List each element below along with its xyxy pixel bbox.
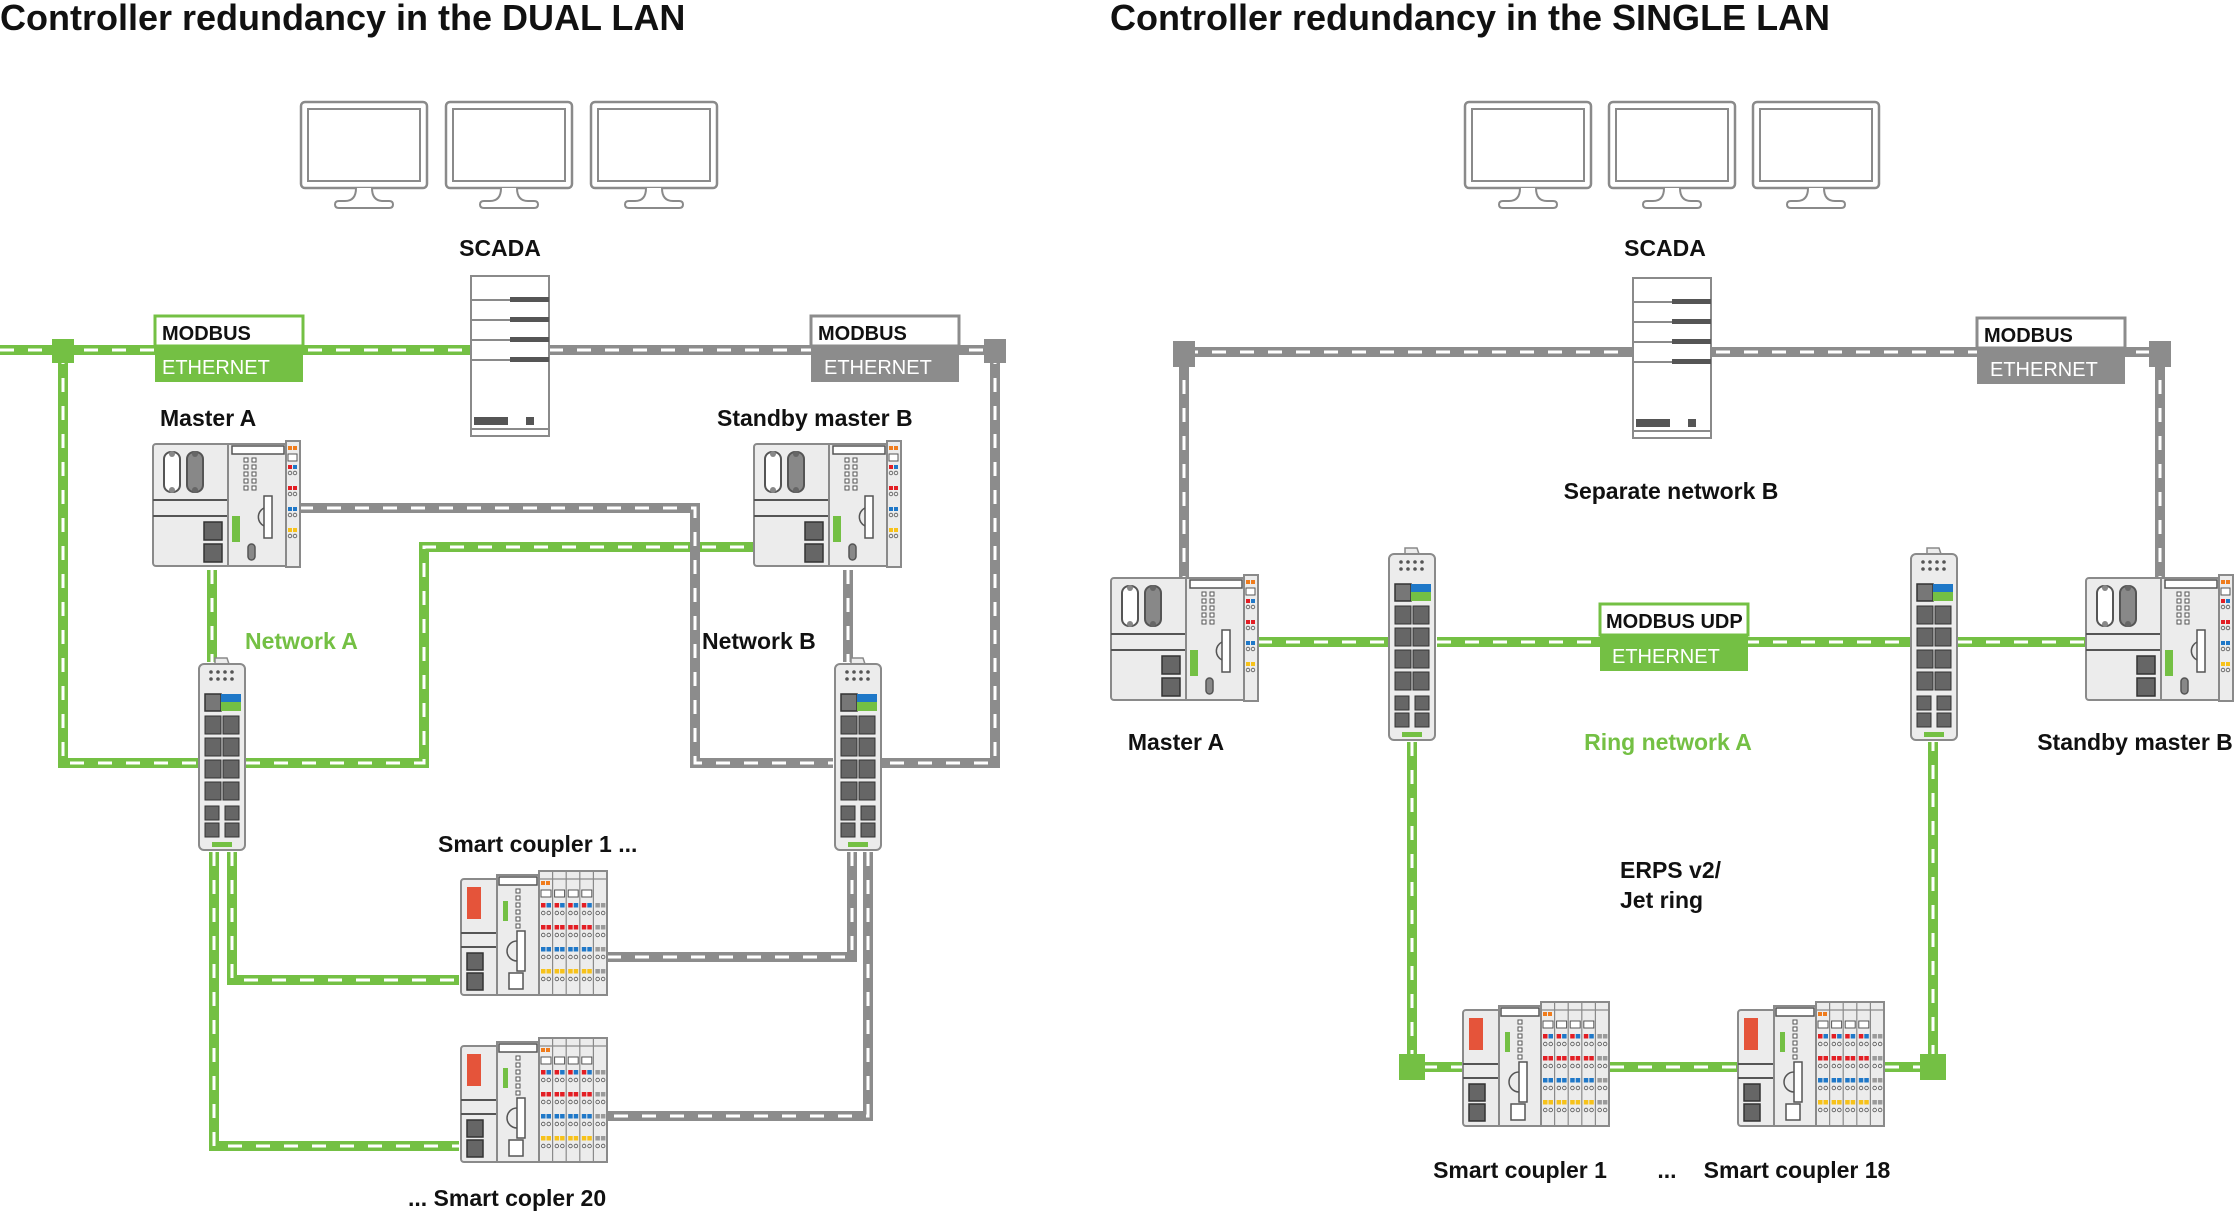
right-monitors [1463, 100, 1881, 210]
protocol-box-network-b-right: MODBUS ETHERNET [1975, 316, 2127, 384]
monitor-icon [1607, 100, 1737, 210]
monitor-icon [1751, 100, 1881, 210]
network-a-cable [0, 339, 755, 1151]
protocol-box-b-top: MODBUS [818, 323, 907, 345]
protocol-box-a-top: MODBUS [162, 323, 251, 345]
ring-junction-left [1399, 1054, 1425, 1080]
protocol-box-ring-top: MODBUS UDP [1606, 611, 1743, 633]
switch-b-icon [834, 657, 882, 851]
smart-coupler-1-icon-right [1462, 1001, 1610, 1127]
master-a-label: Master A [160, 405, 256, 431]
master-a-label-right: Master A [1128, 729, 1224, 755]
protocol-box-a-bottom: ETHERNET [162, 357, 270, 379]
ellipsis-label: ... [1657, 1157, 1676, 1183]
protocol-box-b-right-bottom: ETHERNET [1990, 359, 2098, 381]
protocol-box-b-bottom: ETHERNET [824, 357, 932, 379]
network-a-label: Network A [245, 628, 358, 654]
switch-a-icon [198, 657, 246, 851]
smart-coupler-18-icon-right [1737, 1001, 1885, 1127]
master-a-controller-icon-right [1110, 574, 1259, 702]
ring-protocol-line2: Jet ring [1620, 887, 1703, 913]
network-b-junction-right [2149, 341, 2171, 367]
right-panel: Controller redundancy in the SINGLE LAN … [1110, 0, 2234, 1183]
standby-master-b-label-right: Standby master B [2037, 729, 2233, 755]
left-panel: Controller redundancy in the DUAL LAN SC… [0, 0, 1006, 1211]
network-b-label: Network B [702, 628, 816, 654]
protocol-box-b-right-top: MODBUS [1984, 325, 2073, 347]
right-title: Controller redundancy in the SINGLE LAN [1110, 0, 1830, 38]
network-a-junction [52, 339, 74, 363]
network-b-junction-left [1173, 341, 1195, 367]
ring-network-a-label: Ring network A [1584, 729, 1752, 755]
network-b-junction [984, 339, 1006, 363]
smart-coupler-first-label: Smart coupler 1 ... [438, 831, 637, 857]
scada-server-icon [470, 275, 550, 437]
standby-master-b-label: Standby master B [717, 405, 913, 431]
standby-master-b-controller-icon [753, 440, 902, 568]
ring-switch-right-icon [1910, 547, 1958, 741]
ring-junction-right [1920, 1054, 1946, 1080]
protocol-box-ring-bottom: ETHERNET [1612, 646, 1720, 668]
monitor-icon [299, 100, 429, 210]
protocol-box-ring: MODBUS UDP ETHERNET [1598, 602, 1750, 671]
ring-protocol-line1: ERPS v2/ [1620, 857, 1722, 883]
smart-coupler-18-label-right: Smart coupler 18 [1704, 1157, 1891, 1183]
protocol-box-network-a: MODBUS ETHERNET [153, 314, 305, 382]
smart-coupler-1-label-right: Smart coupler 1 [1433, 1157, 1607, 1183]
scada-label-right: SCADA [1624, 235, 1706, 261]
smart-coupler-20-icon [460, 1037, 608, 1163]
left-monitors [299, 100, 719, 210]
smart-coupler-last-label: ... Smart copler 20 [408, 1185, 606, 1211]
left-title: Controller redundancy in the DUAL LAN [0, 0, 685, 38]
master-a-controller-icon [152, 440, 301, 568]
protocol-box-network-b: MODBUS ETHERNET [809, 314, 961, 382]
monitor-icon [589, 100, 719, 210]
ring-switch-left-icon [1388, 547, 1436, 741]
separate-network-b-label: Separate network B [1564, 478, 1779, 504]
smart-coupler-1-icon [460, 870, 608, 996]
monitor-icon [1463, 100, 1593, 210]
scada-label: SCADA [459, 235, 541, 261]
standby-master-b-controller-icon-right [2085, 574, 2234, 702]
monitor-icon [444, 100, 574, 210]
scada-server-icon-right [1632, 277, 1712, 439]
